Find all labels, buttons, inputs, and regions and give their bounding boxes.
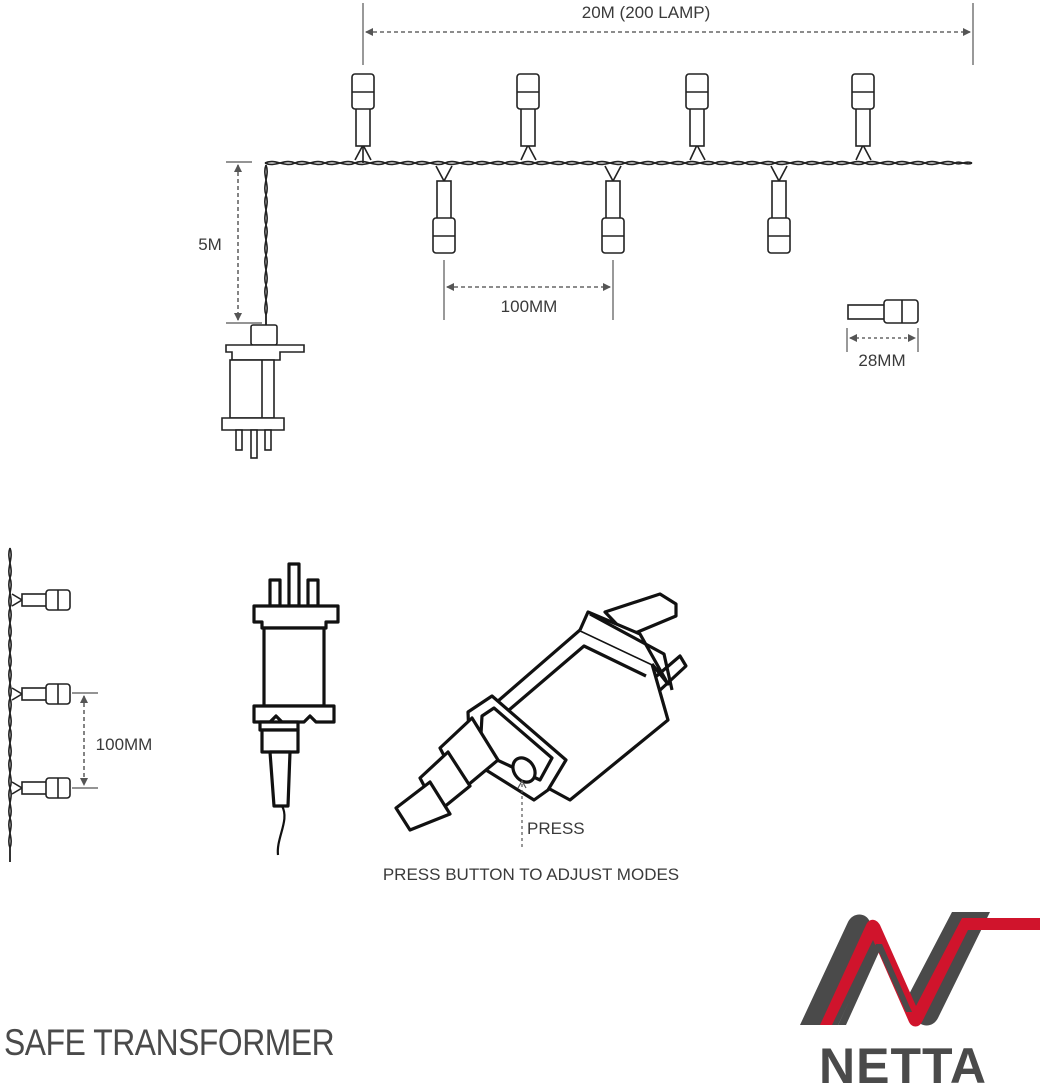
lamp-size-label: 28MM [858,351,905,370]
lamp-icon [601,165,625,254]
main-cable [264,160,973,326]
page-title: SAFE TRANSFORMER [4,1022,335,1063]
lower-lamps [432,165,791,254]
total-length-dimension: 20M (200 LAMP) [362,3,974,65]
lead-length-dimension: 5M [198,161,262,324]
lamp-spacing-label: 100MM [501,297,558,316]
vertical-spacing-label: 100MM [96,735,153,754]
instruction-label: PRESS BUTTON TO ADJUST MODES [383,865,679,884]
transformer-icon [221,324,305,459]
vertical-spacing-dimension: 100MM [72,692,153,789]
mode-button [511,756,537,784]
lamp-icon [851,73,875,161]
lamp-icon [847,299,919,324]
plug-transformer-icon [252,562,340,856]
lamp-icon [11,683,71,705]
press-label: PRESS [527,819,585,838]
string-diagram: 20M (200 LAMP) [198,3,974,459]
lamp-size-detail: 28MM [846,299,919,370]
lamp-icon [11,589,71,611]
lamp-icon [11,777,71,799]
lamp-icon [351,73,375,163]
lamp-icon [767,165,791,254]
controller-icon [394,592,688,832]
vertical-string-diagram: 100MM [8,547,153,862]
netta-logo: NETTA [800,912,1040,1090]
total-length-label: 20M (200 LAMP) [582,3,711,22]
upper-lamps [351,73,875,163]
lead-length-label: 5M [198,235,222,254]
netta-wordmark: NETTA [819,1038,987,1090]
lamp-spacing-dimension: 100MM [443,260,614,320]
netta-logo-mark [800,912,1040,1027]
lamp-icon [516,73,540,161]
lamp-icon [685,73,709,161]
lamp-icon [432,165,456,254]
